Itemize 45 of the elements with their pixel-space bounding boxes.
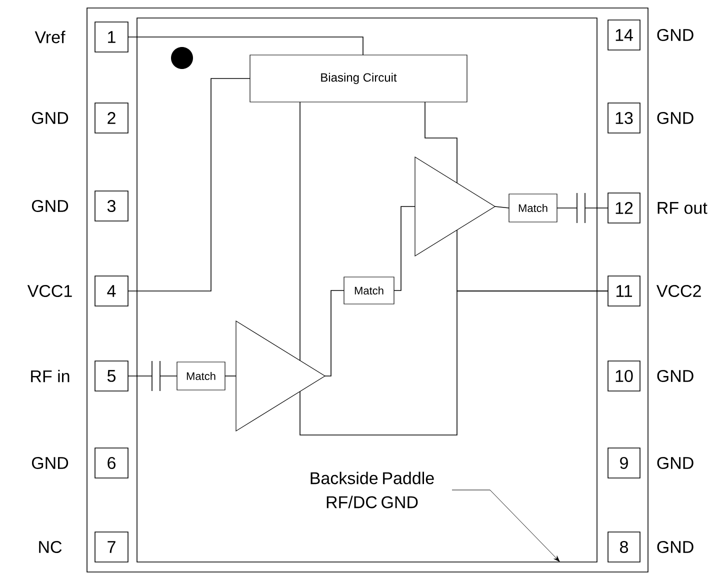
pin-box: 7 xyxy=(94,532,128,562)
pin-name: VCC1 xyxy=(27,284,72,298)
pin-name: GND xyxy=(657,28,694,42)
pin-box: 8 xyxy=(608,532,640,562)
pin-name: GND xyxy=(32,112,68,124)
pin-name: GND xyxy=(32,456,68,470)
die-outline xyxy=(136,18,598,562)
wire xyxy=(128,36,364,56)
match-box: Match xyxy=(176,362,226,390)
pin-box: 10 xyxy=(608,360,640,392)
pin-box: 4 xyxy=(94,276,128,306)
pin-box: 6 xyxy=(94,448,128,478)
pin-box: 3 xyxy=(94,190,128,222)
paddle-label: Backside Paddle RF/DC GND xyxy=(310,472,434,508)
pin-box: 2 xyxy=(94,102,128,134)
pin-box: 12 xyxy=(608,192,640,224)
pin-box: 9 xyxy=(608,448,640,478)
pin-name: GND xyxy=(657,112,694,124)
wire xyxy=(394,206,416,291)
pin-name: GND xyxy=(657,370,694,382)
wire xyxy=(494,206,510,208)
pin-name: GND xyxy=(657,456,694,470)
wire xyxy=(300,290,608,436)
capacitor-symbol xyxy=(576,192,586,224)
pin-box: 14 xyxy=(608,20,640,50)
pin-box: 5 xyxy=(94,360,128,392)
match-box: Match xyxy=(508,194,558,222)
wire xyxy=(128,78,250,292)
pin-name: NC xyxy=(39,540,62,554)
pin-name: Vref xyxy=(34,30,66,44)
pin-box: 11 xyxy=(608,276,640,306)
pin-box: 13 xyxy=(608,102,640,134)
pin-name: GND xyxy=(32,200,68,212)
biasing-circuit-box: Biasing Circuit xyxy=(250,54,468,102)
pin-name: RF out xyxy=(658,202,708,214)
pin-name: VCC2 xyxy=(656,284,701,298)
pin-name: GND xyxy=(657,540,694,554)
leader-arrow xyxy=(452,490,560,562)
package-outline xyxy=(86,8,648,572)
match-box: Match xyxy=(344,276,394,304)
capacitor-symbol xyxy=(152,360,160,392)
wire xyxy=(424,102,458,184)
wire xyxy=(324,290,344,376)
pin-name: RF in xyxy=(31,370,70,382)
pin-box: 1 xyxy=(94,22,128,52)
